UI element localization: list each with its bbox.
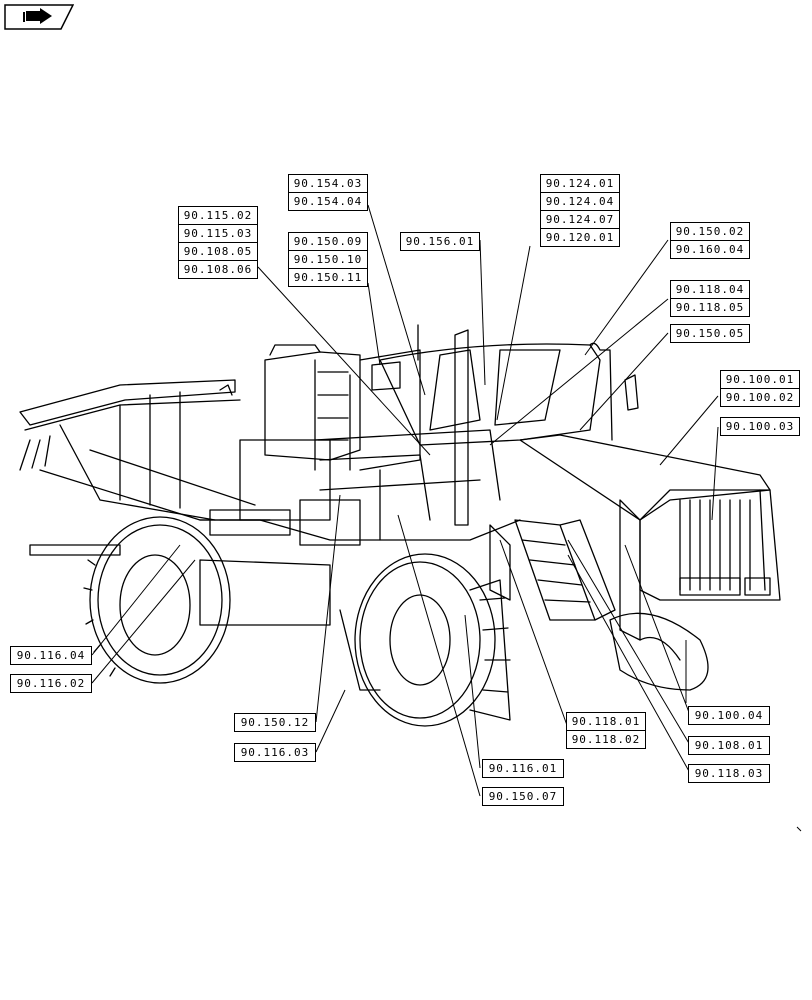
part-code: 90.116.01 — [488, 762, 558, 775]
callout-c17[interactable]: 90.118.01 90.118.02 — [566, 712, 646, 749]
cab-railing — [314, 429, 501, 541]
callout-c12[interactable]: 90.116.02 — [10, 674, 92, 693]
callout-c1[interactable]: 90.154.03 90.154.04 — [288, 174, 368, 211]
part-code: 90.115.02 — [183, 209, 253, 222]
part-code: 90.150.05 — [675, 327, 745, 340]
part-code: 90.100.04 — [694, 709, 764, 722]
front-left-wheel — [83, 516, 231, 684]
part-code: 90.154.03 — [293, 177, 363, 190]
callout-c20[interactable]: 90.118.03 — [688, 764, 770, 783]
rear-center-wheel — [354, 553, 511, 727]
part-code: 90.150.02 — [675, 225, 745, 238]
part-code: 90.124.07 — [541, 210, 619, 228]
callout-c5[interactable]: 90.124.01 90.124.04 90.124.07 90.120.01 — [540, 174, 620, 247]
callout-c18[interactable]: 90.100.04 — [688, 706, 770, 725]
part-code: 90.118.03 — [694, 767, 764, 780]
callout-c14[interactable]: 90.116.03 — [234, 743, 316, 762]
part-code: 90.120.01 — [541, 228, 619, 246]
part-code: 90.116.04 — [16, 649, 86, 662]
callout-c11[interactable]: 90.116.04 — [10, 646, 92, 665]
operator-cab — [371, 324, 639, 526]
part-code: 90.108.01 — [694, 739, 764, 752]
part-code: 90.156.01 — [405, 235, 475, 248]
callout-c4[interactable]: 90.156.01 — [400, 232, 480, 251]
part-code: 90.150.09 — [293, 235, 363, 248]
callout-c8[interactable]: 90.150.05 — [670, 324, 750, 343]
part-code: 90.116.03 — [240, 746, 310, 759]
callout-c6[interactable]: 90.150.02 90.160.04 — [670, 222, 750, 259]
part-code: 90.154.04 — [289, 192, 367, 210]
page-forward-arrow-icon[interactable] — [4, 4, 74, 30]
part-code: 90.124.01 — [545, 177, 615, 190]
part-code: 90.115.03 — [179, 224, 257, 242]
front-right-wheel — [609, 612, 709, 691]
part-code: 90.100.01 — [725, 373, 795, 386]
engine-hood — [519, 434, 781, 641]
part-code: 90.100.03 — [725, 420, 795, 433]
part-code: 90.116.02 — [16, 677, 86, 690]
part-code: 90.160.04 — [671, 240, 749, 258]
part-code: 90.124.04 — [541, 192, 619, 210]
callout-c19[interactable]: 90.108.01 — [688, 736, 770, 755]
part-code: 90.108.05 — [179, 242, 257, 260]
part-code: 90.150.10 — [289, 250, 367, 268]
callout-c2[interactable]: 90.115.02 90.115.03 90.108.05 90.108.06 — [178, 206, 258, 279]
part-code: 90.118.05 — [671, 298, 749, 316]
part-code: 90.150.11 — [289, 268, 367, 286]
callout-c13[interactable]: 90.150.12 — [234, 713, 316, 732]
callout-c10[interactable]: 90.100.03 — [720, 417, 800, 436]
part-code: 90.150.12 — [240, 716, 310, 729]
callout-c16[interactable]: 90.150.07 — [482, 787, 564, 806]
callout-c9[interactable]: 90.100.01 90.100.02 — [720, 370, 800, 407]
part-code: 90.118.02 — [567, 730, 645, 748]
part-code: 90.108.06 — [179, 260, 257, 278]
part-code: 90.100.02 — [721, 388, 799, 406]
callout-c3[interactable]: 90.150.09 90.150.10 90.150.11 — [288, 232, 368, 287]
callout-c7[interactable]: 90.118.04 90.118.05 — [670, 280, 750, 317]
part-code: 90.118.01 — [571, 715, 641, 728]
chemical-tank — [239, 344, 421, 521]
spray-boom — [19, 379, 271, 556]
part-code: 90.150.07 — [488, 790, 558, 803]
part-code: 90.118.04 — [675, 283, 745, 296]
callout-c15[interactable]: 90.116.01 — [482, 759, 564, 778]
access-steps — [514, 519, 616, 621]
chassis-frame — [199, 499, 521, 691]
